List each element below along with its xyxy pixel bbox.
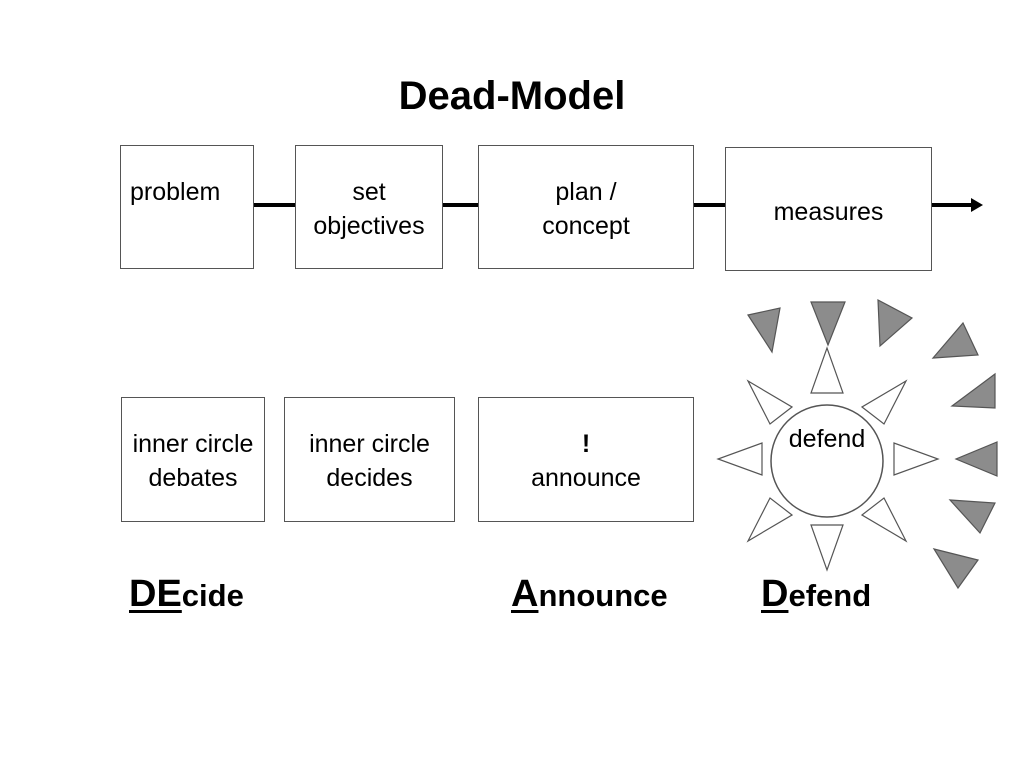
box-inner-circle-decides: inner circle decides (284, 397, 455, 522)
inner-triangle-se (860, 497, 908, 543)
arrow-line (932, 203, 972, 207)
inner-triangle-n (810, 346, 844, 394)
outer-triangle-4 (931, 321, 979, 359)
outer-triangle-5 (950, 372, 996, 409)
arrow-head-icon (971, 198, 983, 212)
inner-triangle-ne (860, 379, 908, 425)
box-debates-line1: inner circle (132, 430, 254, 458)
diagram-title: Dead-Model (398, 74, 626, 118)
connector-1 (254, 203, 295, 207)
inner-triangle-e (893, 442, 940, 476)
outer-triangle-7 (948, 499, 996, 535)
box-decides-line1: inner circle (309, 430, 430, 458)
box-problem-text: problem (130, 178, 221, 206)
box-set-objectives: set objectives (295, 145, 443, 269)
box-plan-concept-line2: concept (542, 212, 630, 240)
phase-defend: Defend (761, 573, 871, 616)
phase-defend-initial: D (761, 573, 789, 615)
phase-announce-rest: nnounce (538, 578, 668, 613)
defend-label: defend (788, 425, 866, 453)
phase-decide-initial: DE (129, 573, 182, 615)
outer-triangle-1 (747, 307, 781, 354)
outer-triangle-6 (954, 441, 998, 477)
box-announce-line1: ! (581, 430, 591, 458)
phase-decide: DEcide (129, 573, 244, 616)
phase-defend-rest: efend (788, 578, 872, 613)
inner-triangle-sw (746, 497, 794, 543)
outer-triangle-3 (877, 298, 914, 348)
box-plan-concept-line1: plan / (555, 178, 617, 206)
inner-triangles (716, 346, 940, 572)
box-measures-text: measures (773, 198, 884, 226)
box-inner-circle-debates: inner circle debates (121, 397, 265, 522)
connector-3 (694, 203, 725, 207)
phase-announce: Announce (511, 573, 668, 616)
inner-triangle-w (716, 442, 763, 476)
outer-triangle-2 (810, 301, 846, 347)
box-debates-line2: debates (148, 464, 238, 492)
box-announce: ! announce (478, 397, 694, 522)
box-set-objectives-line1: set (352, 178, 386, 206)
inner-triangle-s (810, 524, 844, 572)
outer-triangles (747, 298, 998, 590)
box-measures: measures (725, 147, 932, 271)
inner-triangle-nw (746, 379, 794, 425)
box-set-objectives-line2: objectives (313, 212, 425, 240)
box-decides-line2: decides (326, 464, 413, 492)
box-problem: problem (120, 145, 254, 269)
box-plan-concept: plan / concept (478, 145, 694, 269)
outer-triangle-8 (932, 548, 980, 590)
defend-circle (770, 404, 884, 518)
connector-2 (443, 203, 478, 207)
box-announce-line2: announce (531, 464, 641, 492)
phase-announce-initial: A (511, 573, 539, 615)
phase-decide-rest: cide (181, 578, 244, 613)
